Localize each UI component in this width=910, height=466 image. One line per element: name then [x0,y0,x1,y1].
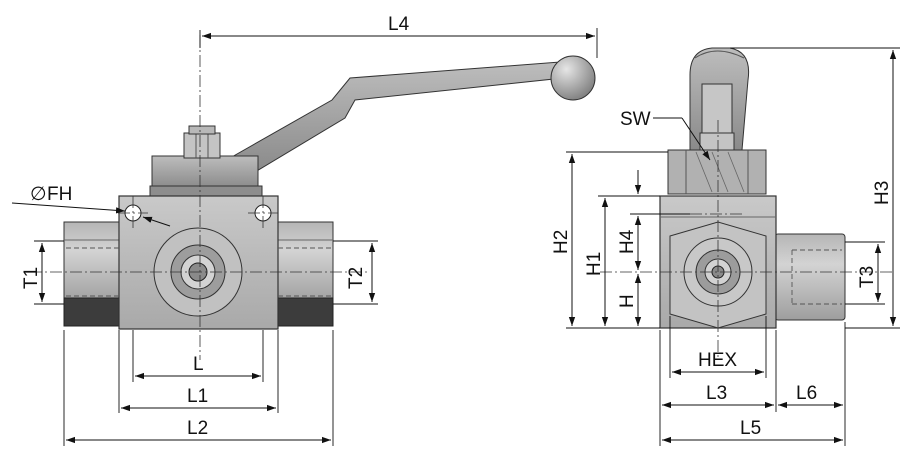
side-view: SW H2 H1 H4 H H3 T3 HEX [551,47,900,446]
dim-label-L3: L3 [706,383,727,404]
dim-label-H: H [617,294,638,308]
handle-knob [550,55,596,101]
dim-label-H3: H3 [872,181,893,205]
dim-label-FH: FH [47,184,72,205]
dim-label-L5: L5 [740,418,761,439]
front-view: L4 ∅ FH T1 T2 L L1 L2 [11,14,598,446]
dim-label-T2: T2 [346,267,367,289]
port-left [63,221,122,327]
port-side [774,233,846,321]
dim-label-T3: T3 [857,266,878,288]
dim-label-L2: L2 [187,418,208,439]
dim-label-L: L [193,354,204,375]
dim-label-L4: L4 [388,14,410,35]
dim-label-H2: H2 [551,230,572,254]
diameter-symbol: ∅ [30,184,47,205]
stem-nut [183,132,221,159]
dim-label-T1: T1 [21,267,42,289]
dim-label-L1: L1 [187,386,208,407]
hex-socket [667,149,767,195]
port-right [275,221,334,327]
dim-label-HEX: HEX [698,350,737,371]
valve-handle [151,55,596,189]
dim-label-H1: H1 [584,252,605,276]
dim-label-L6: L6 [796,383,817,404]
dim-label-H4: H4 [617,229,638,254]
dim-label-SW: SW [620,109,651,130]
